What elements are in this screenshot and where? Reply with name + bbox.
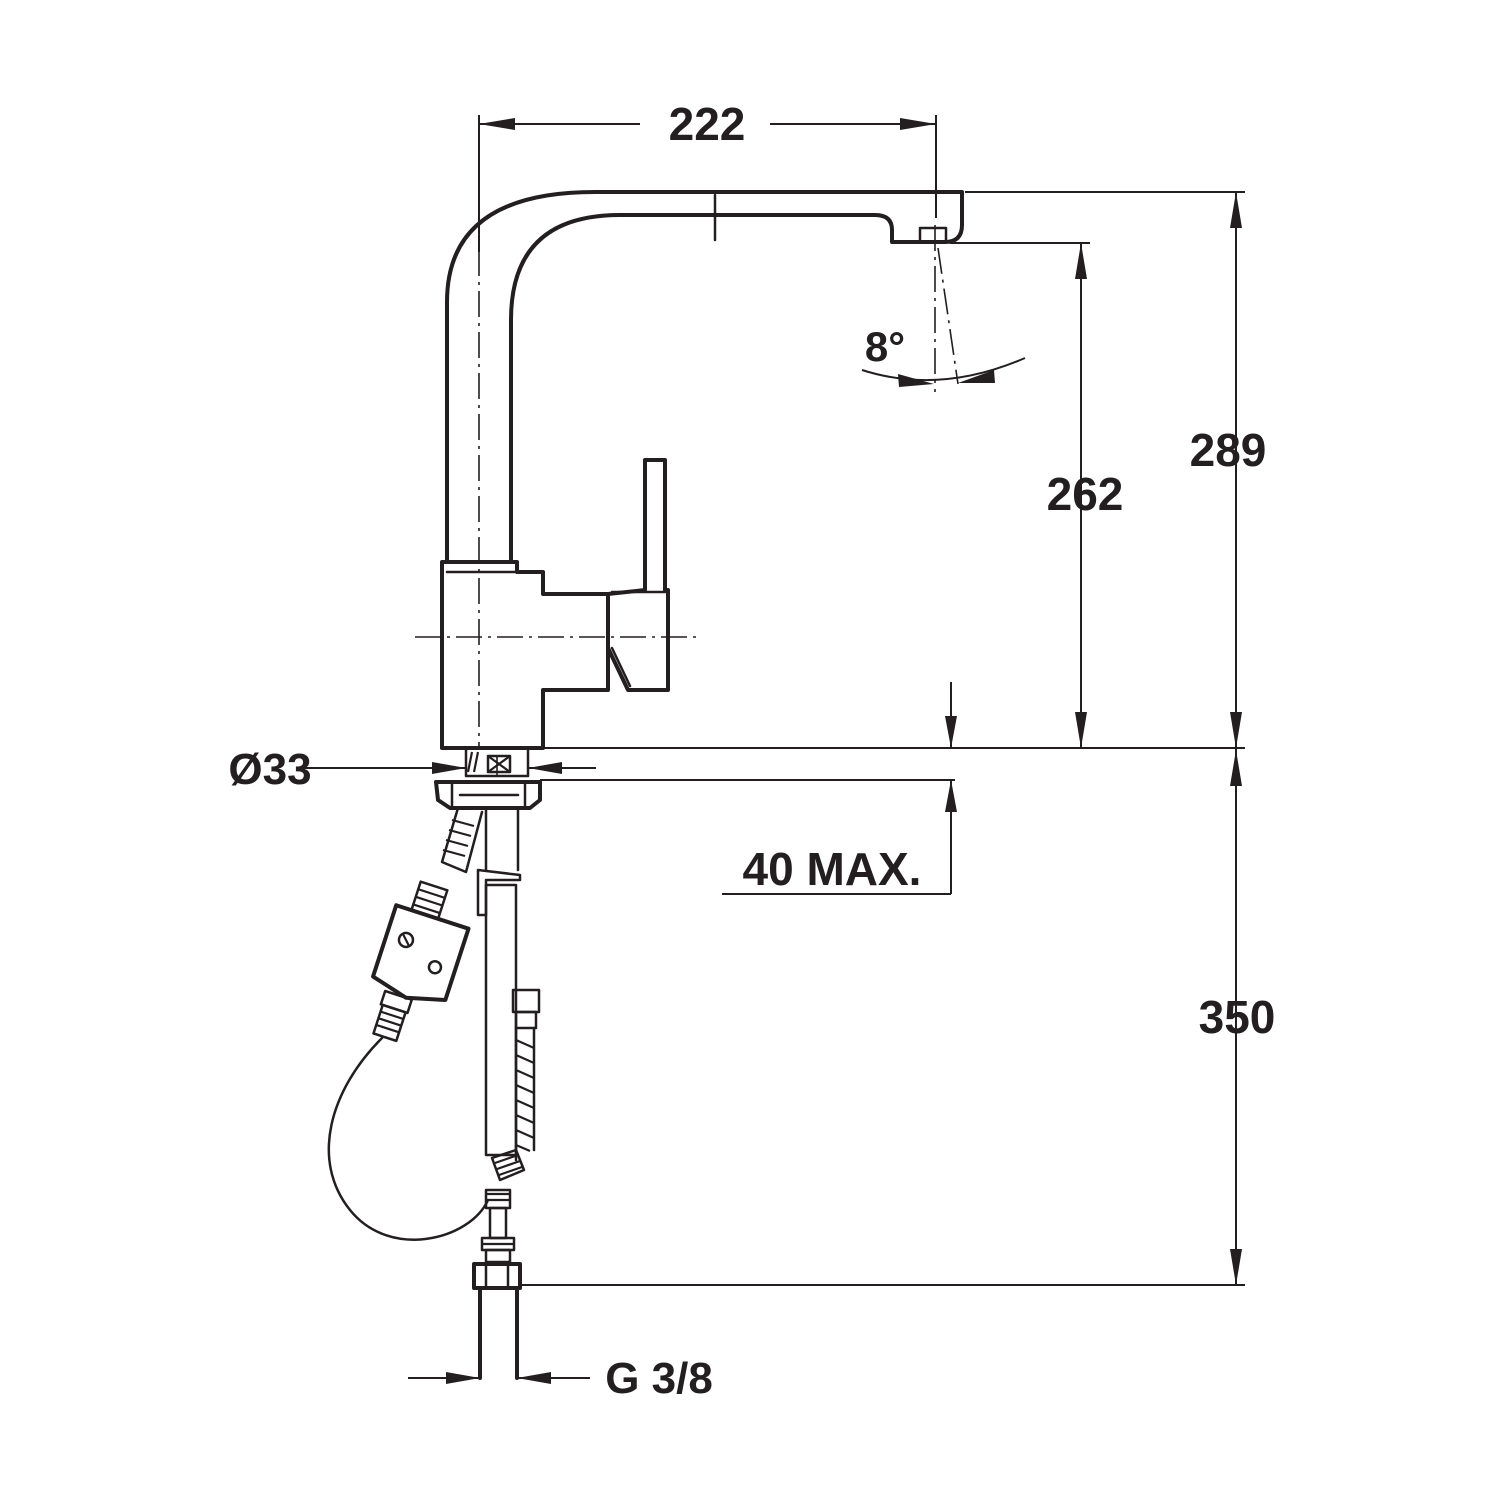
dim-countertop-thickness: 40 MAX. — [743, 843, 922, 895]
supply-pipe — [472, 1188, 522, 1380]
control-box — [327, 880, 490, 1241]
dim-spout-reach: 222 — [669, 98, 746, 150]
dimension-labels: 222 289 262 8° Ø33 40 MAX. 350 G 3/8 — [228, 98, 1275, 1403]
dim-base-diameter: Ø33 — [228, 745, 311, 794]
dim-total-height: 289 — [1190, 424, 1267, 476]
hose-guide-tube — [484, 883, 518, 1157]
dim-swivel-angle: 8° — [865, 323, 905, 370]
lever-handle — [606, 458, 670, 692]
dimension-lines — [302, 115, 1245, 1384]
centerlines — [415, 225, 959, 775]
dim-hose-length: 350 — [1199, 991, 1276, 1043]
lever-cut-line — [610, 646, 632, 688]
dim-outlet-height: 262 — [1047, 468, 1124, 520]
supply-hose-stub — [440, 806, 484, 874]
mixer-body — [440, 560, 610, 750]
dim-connection-thread: G 3/8 — [605, 1354, 713, 1403]
pullout-hose — [490, 1026, 536, 1182]
sensor-cable — [327, 1036, 490, 1241]
spout-outline — [445, 190, 964, 564]
faucet-body — [440, 190, 964, 750]
fixing-nut — [434, 780, 542, 810]
mounting-assembly — [327, 746, 542, 1380]
hex-nut — [472, 1262, 522, 1290]
aerator — [918, 226, 948, 244]
